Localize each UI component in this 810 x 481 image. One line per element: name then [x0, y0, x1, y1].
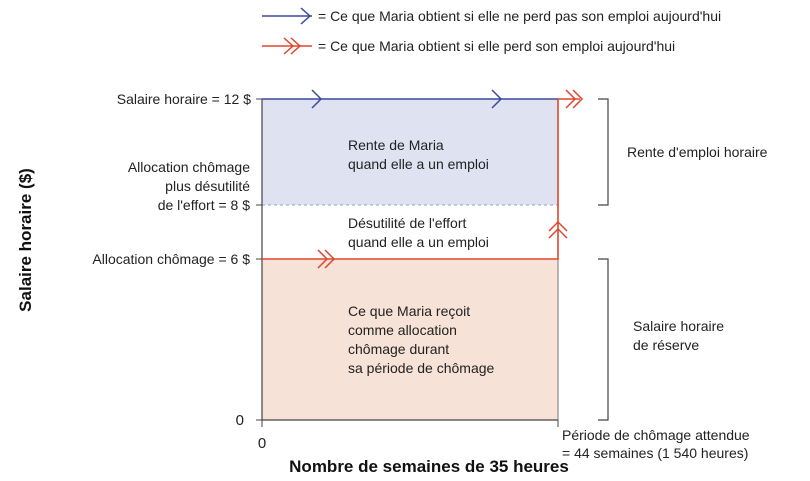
label-benefit-l2: comme allocation	[348, 322, 457, 338]
rent-region	[262, 99, 558, 205]
label-effort-l1: Allocation chômage	[128, 159, 250, 175]
label-effort-l3: de l'effort = 8 $	[158, 197, 251, 213]
label-bracket-rent: Rente d'emploi horaire	[627, 144, 768, 160]
legend-red-arrow-2	[290, 37, 302, 55]
blue-arrow-2	[491, 89, 503, 109]
red-arrow-v-1	[548, 227, 568, 239]
bracket-reserve	[598, 258, 609, 421]
legend-blue-text: = Ce que Maria obtient si elle ne perd p…	[318, 8, 721, 24]
bracket-rent	[598, 98, 609, 206]
label-y-zero: 0	[236, 412, 244, 429]
label-bracket-reserve-l2: de réserve	[633, 337, 699, 353]
blue-arrow-1	[311, 89, 323, 109]
label-effort-l2: plus désutilité	[165, 178, 250, 194]
label-benefit-l1: Ce que Maria reçoit	[348, 303, 470, 319]
red-path	[262, 98, 580, 260]
label-period-l1: Période de chômage attendue	[562, 427, 750, 443]
label-benefit: Allocation chômage = 6 $	[92, 251, 250, 267]
red-arrow-end-1	[565, 89, 577, 109]
label-rent-l1: Rente de Maria	[348, 137, 444, 153]
legend-blue-arrow	[300, 7, 312, 25]
label-x-zero: 0	[258, 435, 266, 452]
red-arrow-h-1	[317, 249, 329, 269]
benefit-region	[262, 259, 558, 420]
red-arrow-v-2	[548, 220, 568, 232]
label-rent-l2: quand elle a un emploi	[348, 156, 489, 172]
x-axis-title: Nombre de semaines de 35 heures	[289, 457, 569, 476]
legend-red-arrow-1	[283, 37, 295, 55]
y-axis-title: Salaire horaire ($)	[16, 168, 35, 312]
label-wage: Salaire horaire = 12 $	[117, 91, 251, 107]
legend-red-text: = Ce que Maria obtient si elle perd son …	[318, 38, 675, 54]
label-disutility-l2: quand elle a un emploi	[348, 234, 489, 250]
red-arrow-end-2	[572, 89, 584, 109]
red-arrow-h-2	[324, 249, 336, 269]
label-benefit-l3: chômage durant	[348, 341, 449, 357]
label-benefit-l4: sa période de chômage	[348, 360, 495, 376]
label-bracket-reserve-l1: Salaire horaire	[633, 318, 724, 334]
label-period-l2: = 44 semaines (1 540 heures)	[562, 445, 748, 461]
label-disutility-l1: Désutilité de l'effort	[348, 215, 466, 231]
